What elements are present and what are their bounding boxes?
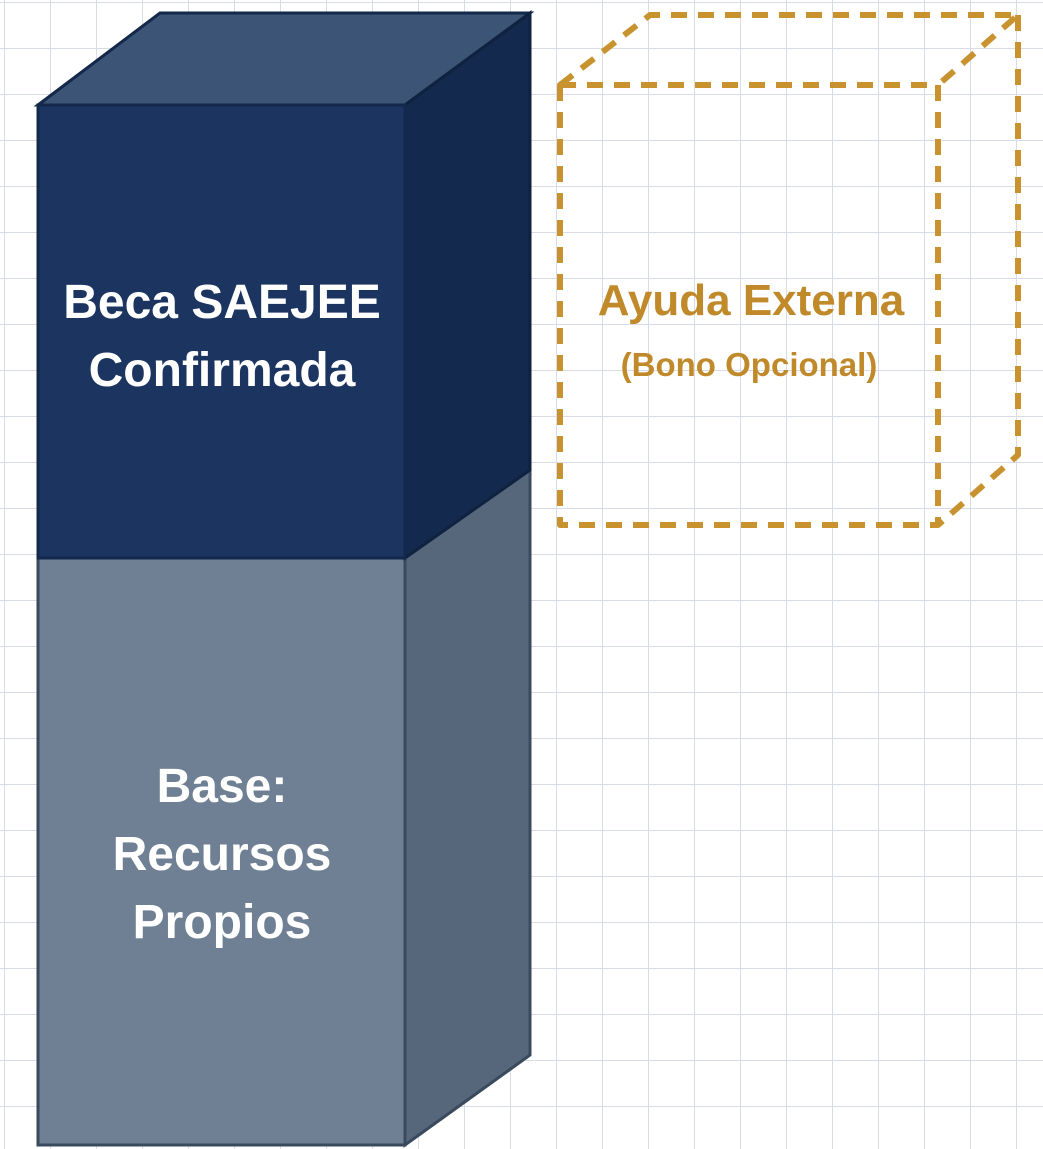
base-label-line1: Base: (157, 760, 288, 813)
scholarship-block-front-face (36, 103, 407, 560)
scholarship-label-line2: Confirmada (89, 344, 356, 397)
optional-aid-block (557, 12, 1021, 528)
base-block (36, 467, 532, 1148)
scholarship-label-line1: Beca SAEJEE (63, 276, 381, 329)
optional-aid-sublabel: (Bono Opcional) (621, 346, 878, 383)
base-label-line2: Recursos (113, 828, 332, 881)
optional-aid-label: Ayuda Externa (598, 276, 905, 325)
optional-aid-back-outline (558, 12, 1021, 528)
scholarship-block (33, 10, 535, 561)
optional-aid-front-outline (557, 82, 941, 528)
base-label-line3: Propios (133, 896, 312, 949)
base-block-side-face (403, 467, 532, 1148)
scholarship-block-side-face (403, 10, 532, 561)
base-block-front-face (36, 556, 407, 1147)
